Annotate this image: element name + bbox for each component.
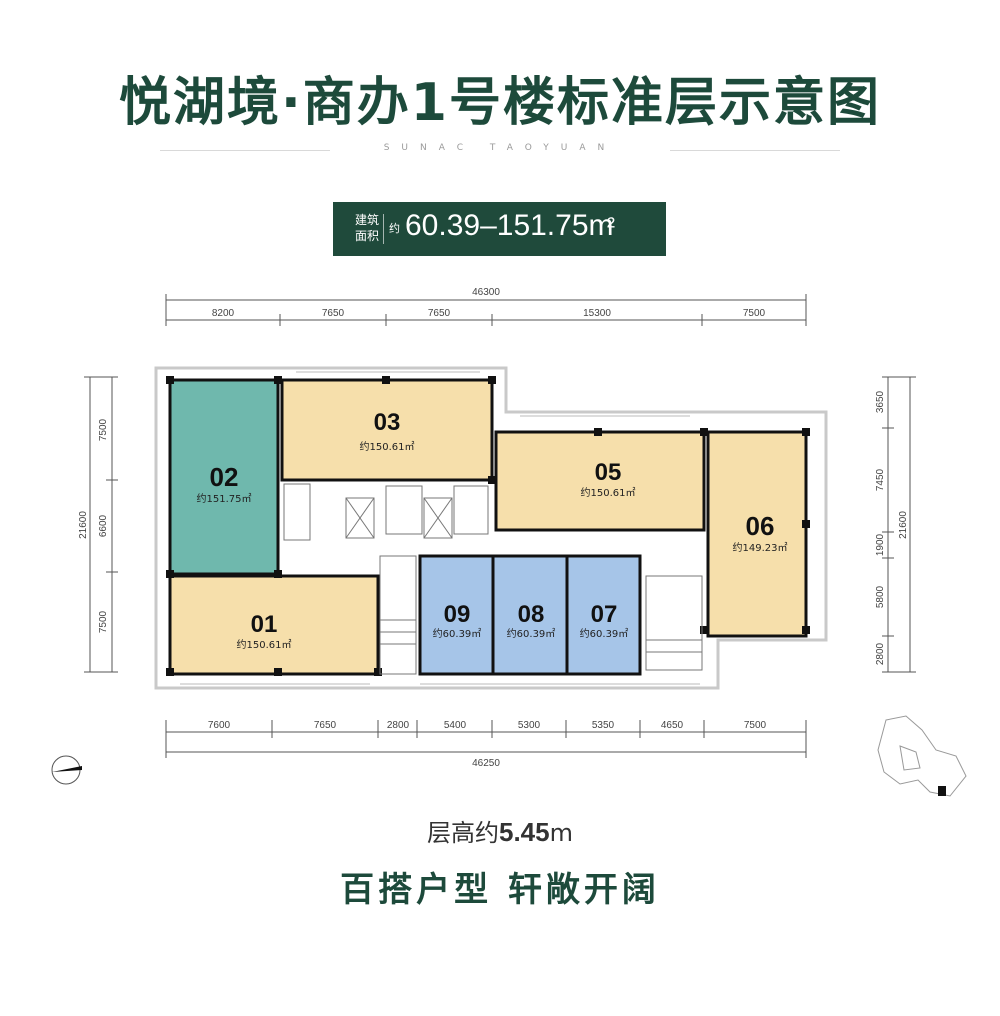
left-dimension-lines	[84, 376, 118, 673]
subtitle-divider-left	[160, 150, 330, 151]
site-map-icon	[877, 715, 967, 797]
unit-area-09: 约60.39㎡	[433, 627, 482, 640]
area-label-line1: 建筑	[355, 213, 380, 227]
dim-top-seg: 8200	[212, 308, 235, 319]
dim-bottom-seg: 7650	[314, 720, 337, 731]
subtitle: SUNAC TAOYUAN	[383, 143, 617, 153]
dim-top-seg: 15300	[583, 308, 611, 319]
unit-area-05: 约150.61㎡	[581, 486, 636, 499]
unit-label-07: 07	[591, 601, 618, 628]
dim-left-seg: 7500	[98, 610, 109, 633]
unit-03	[282, 380, 492, 480]
unit-area-03: 约150.61㎡	[360, 440, 415, 453]
dim-right-seg: 5800	[875, 585, 886, 608]
floor-height-value: 5.45	[499, 817, 550, 847]
top-dimension-lines	[165, 294, 807, 326]
dim-bottom-total: 46250	[472, 758, 500, 769]
unit-label-02: 02	[210, 462, 239, 492]
dim-bottom-seg: 2800	[387, 720, 410, 731]
unit-label-06: 06	[746, 511, 775, 541]
area-separator	[383, 214, 384, 244]
dim-bottom-seg: 7600	[208, 720, 231, 731]
unit-area-07: 约60.39㎡	[580, 627, 629, 640]
dim-left-seg: 6600	[98, 514, 109, 537]
unit-area-08: 约60.39㎡	[507, 627, 556, 640]
dim-bottom-seg: 4650	[661, 720, 684, 731]
unit-area-02: 约151.75㎡	[197, 492, 252, 505]
unit-label-01: 01	[251, 611, 278, 638]
dim-top-seg: 7650	[428, 308, 451, 319]
dim-bottom-seg: 5400	[444, 720, 467, 731]
unit-label-03: 03	[374, 409, 401, 436]
unit-05	[496, 432, 704, 530]
area-badge: 建筑 面积 约 60.39–151.75m ²	[333, 202, 666, 256]
unit-07	[568, 556, 640, 674]
unit-01	[170, 576, 378, 674]
columns	[166, 376, 810, 676]
dim-right-seg: 7450	[875, 468, 886, 491]
area-approx: 约	[389, 222, 400, 235]
floor-height-unit: m	[549, 819, 573, 847]
unit-label-08: 08	[518, 601, 545, 628]
floor-plan: 46300 8200 7650 7650 15300 7500 7600 765…	[51, 287, 967, 797]
unit-area-06: 约149.23㎡	[733, 541, 788, 554]
unit-label-05: 05	[595, 459, 622, 486]
right-dimension-lines	[882, 376, 916, 673]
dim-bottom-seg: 5300	[518, 720, 541, 731]
north-arrow-icon	[51, 755, 82, 785]
dim-right-seg: 1900	[875, 533, 886, 556]
unit-06	[708, 432, 806, 636]
dim-right-total: 21600	[898, 511, 909, 539]
dim-bottom-seg: 7500	[744, 720, 767, 731]
dim-right-seg: 3650	[875, 390, 886, 413]
unit-label-09: 09	[444, 601, 471, 628]
unit-08	[494, 556, 566, 674]
unit-area-01: 约150.61㎡	[237, 638, 292, 651]
dim-right-seg: 2800	[875, 642, 886, 665]
area-unit-superscript: ²	[607, 213, 615, 240]
floor-height: 层高约5.45m	[0, 813, 1000, 848]
unit-02	[170, 380, 278, 574]
unit-09	[420, 556, 492, 674]
area-value: 60.39–151.75m	[405, 209, 614, 242]
subtitle-divider-right	[670, 150, 840, 151]
dim-top-total: 46300	[472, 287, 500, 298]
dim-top-seg: 7500	[743, 308, 766, 319]
bottom-dimension-lines	[165, 720, 807, 758]
dim-left-seg: 7500	[98, 418, 109, 441]
dim-top-seg: 7650	[322, 308, 345, 319]
service-core	[283, 483, 703, 675]
floor-height-prefix: 层高约	[427, 819, 499, 847]
dim-left-total: 21600	[78, 511, 89, 539]
area-label: 建筑 面积	[355, 212, 385, 244]
window-marks	[180, 371, 700, 685]
area-label-line2: 面积	[355, 229, 380, 243]
page-title: 悦湖境·商办1号楼标准层示意图	[119, 73, 881, 133]
slogan: 百搭户型 轩敞开阔	[340, 870, 660, 910]
dim-bottom-seg: 5350	[592, 720, 615, 731]
